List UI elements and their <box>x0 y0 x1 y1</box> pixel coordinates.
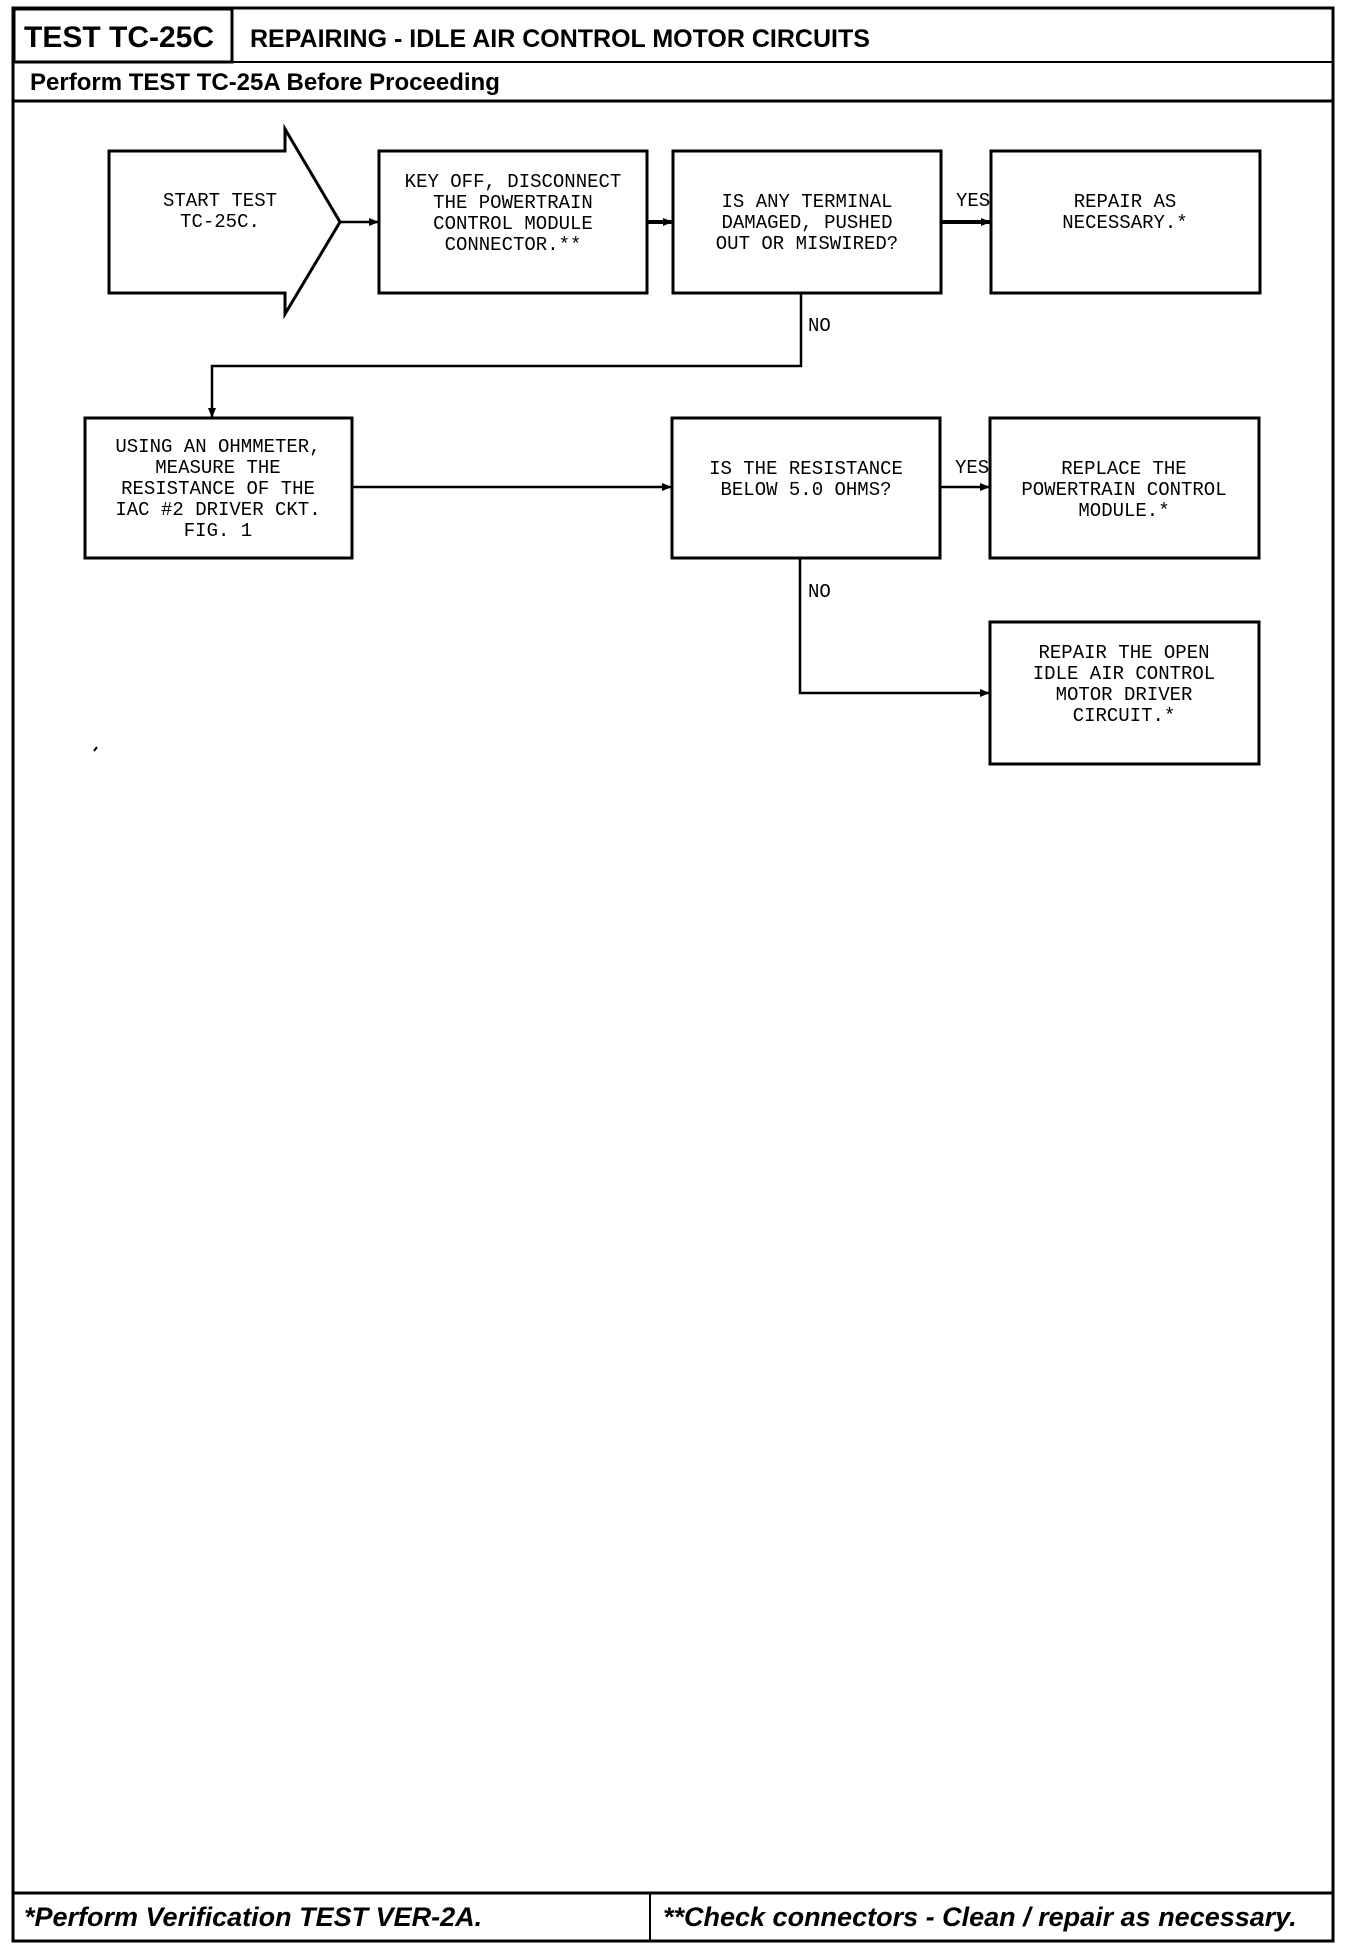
box-text-line: MEASURE THE <box>155 457 280 479</box>
box-text-line: IS ANY TERMINAL <box>721 191 892 213</box>
box-text-line: MODULE.* <box>1078 500 1169 522</box>
disconnect-step-box: KEY OFF, DISCONNECT THE POWERTRAIN CONTR… <box>377 149 649 295</box>
footer-connector-note: **Check connectors - Clean / repair as n… <box>663 1902 1297 1932</box>
connector-no-to-measure <box>208 293 803 418</box>
start-box: START TEST TC-25C. <box>163 190 277 233</box>
box-text-line: USING AN OHMMETER, <box>115 436 320 458</box>
connector-no-repair-open <box>798 558 990 697</box>
repair-open-circuit-box: REPAIR THE OPEN IDLE AIR CONTROL MOTOR D… <box>988 620 1261 766</box>
box-text-line: IS THE RESISTANCE <box>709 458 903 480</box>
page-frame <box>11 6 1335 1943</box>
box-text-line: BELOW 5.0 OHMS? <box>720 479 891 501</box>
box-text-line: REPLACE THE <box>1061 458 1186 480</box>
box-text-line: CIRCUIT.* <box>1073 705 1176 727</box>
box-text-line: IDLE AIR CONTROL <box>1033 663 1215 685</box>
no-label: NO <box>808 315 831 337</box>
box-text-line: CONNECTOR.** <box>445 234 582 256</box>
resistance-question-box: IS THE RESISTANCE BELOW 5.0 OHMS? <box>670 416 942 560</box>
terminal-question-box: IS ANY TERMINAL DAMAGED, PUSHED OUT OR M… <box>671 149 943 295</box>
box-text-line: DAMAGED, PUSHED <box>721 212 892 234</box>
box-text-line: MOTOR DRIVER <box>1056 684 1193 706</box>
box-text-line: KEY OFF, DISCONNECT <box>405 171 622 193</box>
box-text-line: NECESSARY.* <box>1062 212 1187 234</box>
box-text-line: OUT OR MISWIRED? <box>716 233 898 255</box>
stray-mark <box>93 746 98 752</box>
footer-verification-note: *Perform Verification TEST VER-2A. <box>24 1902 482 1932</box>
box-text-line: FIG. 1 <box>184 520 252 542</box>
box-text-line: THE POWERTRAIN <box>433 192 593 214</box>
repair-as-necessary-box: REPAIR AS NECESSARY.* <box>989 149 1262 295</box>
connectors <box>208 218 991 697</box>
replace-pcm-box: REPLACE THE POWERTRAIN CONTROL MODULE.* <box>988 416 1261 560</box>
box-text-line: START TEST <box>163 190 277 212</box>
yes-label: YES <box>955 457 989 479</box>
page-title: REPAIRING - IDLE AIR CONTROL MOTOR CIRCU… <box>250 25 870 53</box>
yes-label: YES <box>956 190 990 212</box>
box-text-line: RESISTANCE OF THE <box>121 478 315 500</box>
box-text-line: REPAIR THE OPEN <box>1038 642 1209 664</box>
box-text-line: POWERTRAIN CONTROL <box>1021 479 1226 501</box>
start-arrow-shape <box>107 123 342 320</box>
box-text-line: IAC #2 DRIVER CKT. <box>115 499 320 521</box>
measure-step-box: USING AN OHMMETER, MEASURE THE RESISTANC… <box>83 416 354 560</box>
box-text-line: CONTROL MODULE <box>433 213 593 235</box>
box-text-line: REPAIR AS <box>1074 191 1177 213</box>
box-text-line: TC-25C. <box>180 211 260 233</box>
prerequisite-note: Perform TEST TC-25A Before Proceeding <box>30 69 500 96</box>
no-label: NO <box>808 581 831 603</box>
test-id: TEST TC-25C <box>24 21 214 54</box>
